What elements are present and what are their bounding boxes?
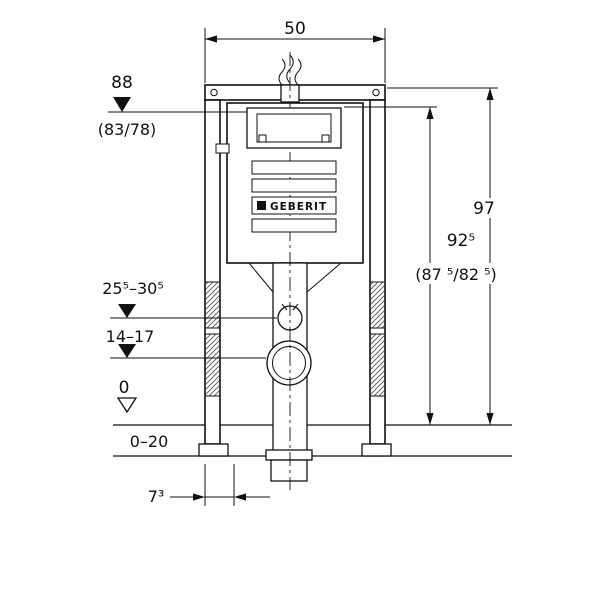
supply-valve-detail	[215, 143, 230, 154]
dimension-heights-right: 97 92⁵ (87 ⁵/82 ⁵)	[344, 87, 510, 425]
geberit-logo-mark	[257, 201, 266, 210]
dim-frame-height-label: 92⁵	[447, 231, 475, 251]
dimension-drain-height: 14–17	[106, 327, 266, 359]
dimension-top-width: 50	[204, 19, 386, 83]
foot-left	[198, 443, 229, 457]
rail-hatch-right-lower	[369, 333, 386, 397]
geberit-logo: GEBERIT	[257, 201, 327, 213]
rail-hatch-right-upper	[369, 281, 386, 329]
drain-socket-body	[270, 459, 308, 482]
mount-hole-right	[372, 88, 380, 97]
flush-actuator-plate	[246, 107, 342, 149]
installation-frame	[198, 84, 392, 457]
dim-top-width-label: 50	[284, 19, 306, 39]
dimension-actuator-height: 88 (83/78)	[98, 73, 247, 139]
rail-hatch-left-lower	[204, 333, 221, 397]
dim-actuator-height-label: 88	[111, 73, 133, 93]
drain-bend	[266, 340, 312, 386]
dimension-supply-height: 25⁵–30⁵	[102, 279, 277, 319]
dim-actuator-height-alt-label: (83/78)	[98, 120, 157, 139]
floor-level-label: 0	[119, 378, 130, 398]
foot-right	[361, 443, 392, 457]
access-slats	[251, 160, 337, 233]
dim-total-height-label: 97	[473, 199, 495, 219]
dimension-bottom-offset: 7³	[148, 464, 270, 506]
geberit-logo-text: GEBERIT	[270, 201, 327, 213]
dim-bottom-offset-label: 7³	[148, 487, 165, 506]
water-supply-wavy-icon	[278, 54, 302, 86]
floor-level-marker: 0	[116, 378, 138, 414]
dim-supply-range-label: 25⁵–30⁵	[102, 279, 164, 298]
rail-hatch-left-upper	[204, 281, 221, 329]
floor-buildup-label: 0–20	[130, 432, 169, 451]
dim-frame-height-alt-label: (87 ⁵/82 ⁵)	[415, 265, 497, 284]
floor-level-triangle-icon	[116, 397, 138, 414]
mount-hole-left	[210, 88, 218, 97]
drain-socket-flange	[265, 449, 313, 461]
dim-drain-range-label: 14–17	[106, 327, 155, 346]
